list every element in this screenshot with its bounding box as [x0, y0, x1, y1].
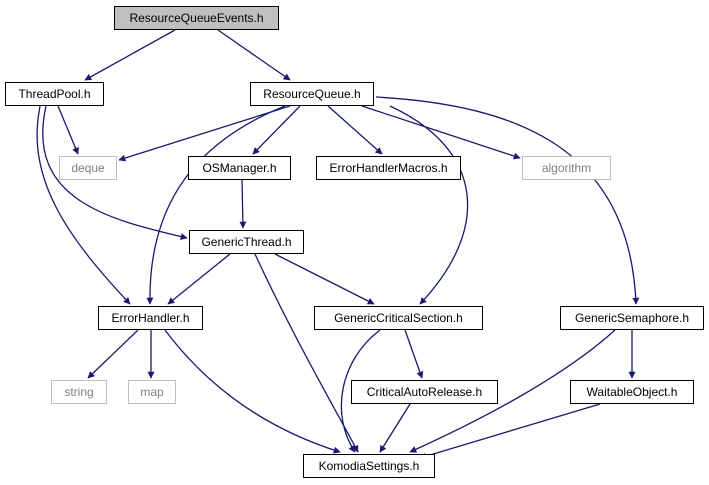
edge-resourcequeue-to-gcs: [389, 105, 469, 305]
node-label: GenericCriticalSection.h: [334, 311, 463, 325]
node-label: GenericThread.h: [201, 235, 292, 249]
node-label: GenericSemaphore.h: [574, 311, 690, 325]
node-generic-thread[interactable]: GenericThread.h: [189, 230, 304, 254]
edge-resourcequeue-to-deque: [118, 105, 291, 162]
edge-genericthread-to-gcs: [274, 253, 375, 305]
edge-resourcequeue-to-ehmacros: [327, 105, 383, 155]
edge-gcs-to-criticalautorelease: [404, 329, 424, 379]
edge-resourcequeue-to-semaphore: [375, 96, 640, 305]
node-label: ThreadPool.h: [18, 87, 91, 101]
node-label: CriticalAutoRelease.h: [366, 385, 483, 399]
node-resource-queue-events: ResourceQueueEvents.h: [114, 6, 279, 30]
node-waitable-object[interactable]: WaitableObject.h: [570, 380, 694, 404]
node-error-handler-macros[interactable]: ErrorHandlerMacros.h: [316, 156, 461, 180]
node-string: string: [51, 380, 107, 404]
node-label: WaitableObject.h: [586, 385, 678, 399]
edge-waitable-to-komodia: [419, 403, 601, 460]
edge-semaphore-to-komodia: [409, 329, 616, 453]
node-label: ResourceQueueEvents.h: [129, 11, 264, 25]
node-resource-queue[interactable]: ResourceQueue.h: [250, 82, 374, 106]
edge-resourcequeue-to-errorhandler: [146, 105, 286, 305]
node-critical-auto-release[interactable]: CriticalAutoRelease.h: [351, 380, 498, 404]
edge-errorhandler-to-string: [87, 329, 139, 379]
edge-threadpool-to-errorhandler: [36, 105, 131, 305]
node-komodia-settings[interactable]: KomodiaSettings.h: [303, 454, 435, 478]
edge-errorhandler-to-komodia: [164, 329, 341, 454]
node-label: map: [140, 385, 164, 399]
node-deque: deque: [59, 156, 117, 180]
edge-resourcequeue-to-osmanager: [252, 105, 301, 155]
node-label: ErrorHandlerMacros.h: [329, 161, 448, 175]
edge-events-to-threadpool: [84, 29, 176, 81]
edge-genericthread-to-errorhandler: [167, 253, 231, 305]
edge-genericthread-to-komodia: [254, 253, 359, 453]
edge-osmanager-to-genericthread: [239, 179, 247, 229]
edge-gcs-to-komodia: [340, 329, 381, 453]
node-algorithm: algorithm: [522, 156, 611, 180]
node-label: algorithm: [541, 161, 592, 175]
node-generic-semaphore[interactable]: GenericSemaphore.h: [560, 306, 704, 330]
node-os-manager[interactable]: OSManager.h: [188, 156, 291, 180]
node-label: ErrorHandler.h: [111, 311, 190, 325]
edge-events-to-resourcequeue: [217, 29, 291, 81]
node-label: string: [64, 385, 94, 399]
node-generic-critical-section[interactable]: GenericCriticalSection.h: [314, 306, 483, 330]
edge-criticalautorelease-to-komodia: [379, 403, 411, 453]
node-thread-pool[interactable]: ThreadPool.h: [5, 82, 104, 106]
edge-threadpool-to-genericthread: [42, 105, 188, 240]
edge-resourcequeue-to-algorithm: [361, 105, 521, 160]
node-error-handler[interactable]: ErrorHandler.h: [98, 306, 203, 330]
node-label: KomodiaSettings.h: [318, 459, 420, 473]
edge-threadpool-to-deque: [57, 105, 79, 155]
node-label: ResourceQueue.h: [263, 87, 361, 101]
node-label: deque: [71, 161, 105, 175]
node-map: map: [128, 380, 176, 404]
node-label: OSManager.h: [202, 161, 277, 175]
